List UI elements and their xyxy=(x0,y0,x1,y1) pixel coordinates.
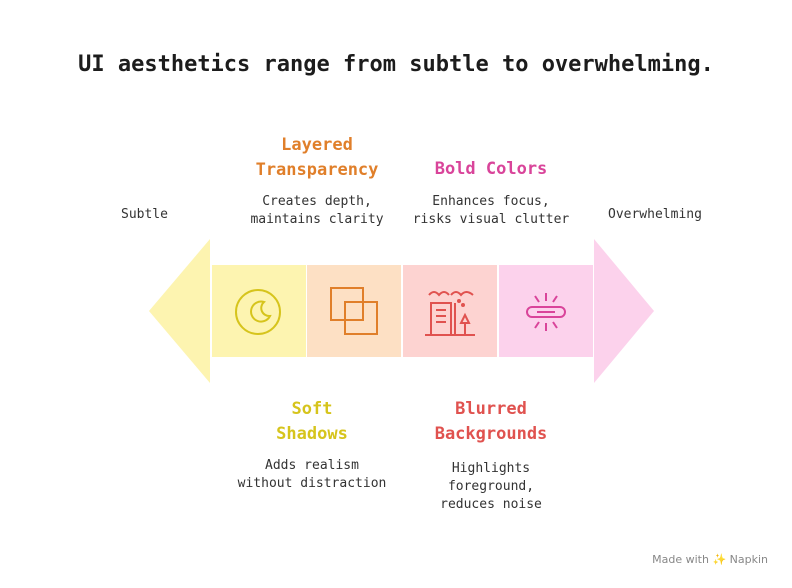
desc-line: risks visual clutter xyxy=(412,212,570,227)
heading-soft-shadows: Soft Shadows xyxy=(217,397,407,447)
heading-line: Shadows xyxy=(276,424,348,444)
page-title: UI aesthetics range from subtle to overw… xyxy=(78,52,714,77)
desc-soft-shadows: Adds realism without distraction xyxy=(217,457,407,493)
segment-bold-colors xyxy=(499,265,593,357)
heading-line: Layered xyxy=(281,135,353,155)
heading-line: Soft xyxy=(291,399,333,419)
heading-layered-transparency: Layered Transparency xyxy=(222,133,412,183)
segment-blurred-backgrounds xyxy=(403,265,497,357)
heading-line: Blurred xyxy=(455,399,527,419)
desc-layered-transparency: Creates depth, maintains clarity xyxy=(222,193,412,229)
scale-left-label: Subtle xyxy=(121,207,168,222)
heading-line: Backgrounds xyxy=(434,424,548,444)
layers-icon xyxy=(330,287,378,335)
napkin-credit: Made with ✨ Napkin xyxy=(652,553,768,566)
right-arrowhead xyxy=(594,239,654,383)
segment-layered-transparency xyxy=(307,265,401,357)
desc-line: Highlights xyxy=(451,461,531,476)
desc-line: Creates depth, xyxy=(262,194,372,209)
heading-line: Transparency xyxy=(255,160,379,180)
moon-icon xyxy=(235,289,281,335)
desc-line: without distraction xyxy=(237,476,387,491)
desc-line: reduces noise xyxy=(440,497,542,512)
segment-soft-shadows xyxy=(212,265,306,357)
glow-stick-icon xyxy=(526,293,566,331)
desc-bold-colors: Enhances focus, risks visual clutter xyxy=(396,193,586,229)
desc-blurred-backgrounds: Highlights foreground, reduces noise xyxy=(396,460,586,514)
scale-right-label: Overwhelming xyxy=(608,207,702,222)
heading-bold-colors: Bold Colors xyxy=(396,157,586,182)
heading-line: Bold Colors xyxy=(434,159,548,179)
desc-line: Enhances focus, xyxy=(432,194,550,209)
desc-line: maintains clarity xyxy=(250,212,384,227)
desc-line: Adds realism xyxy=(265,458,359,473)
left-arrowhead xyxy=(149,239,210,383)
heading-blurred-backgrounds: Blurred Backgrounds xyxy=(396,397,586,447)
desc-line: foreground, xyxy=(447,479,535,494)
city-icon xyxy=(425,291,475,336)
